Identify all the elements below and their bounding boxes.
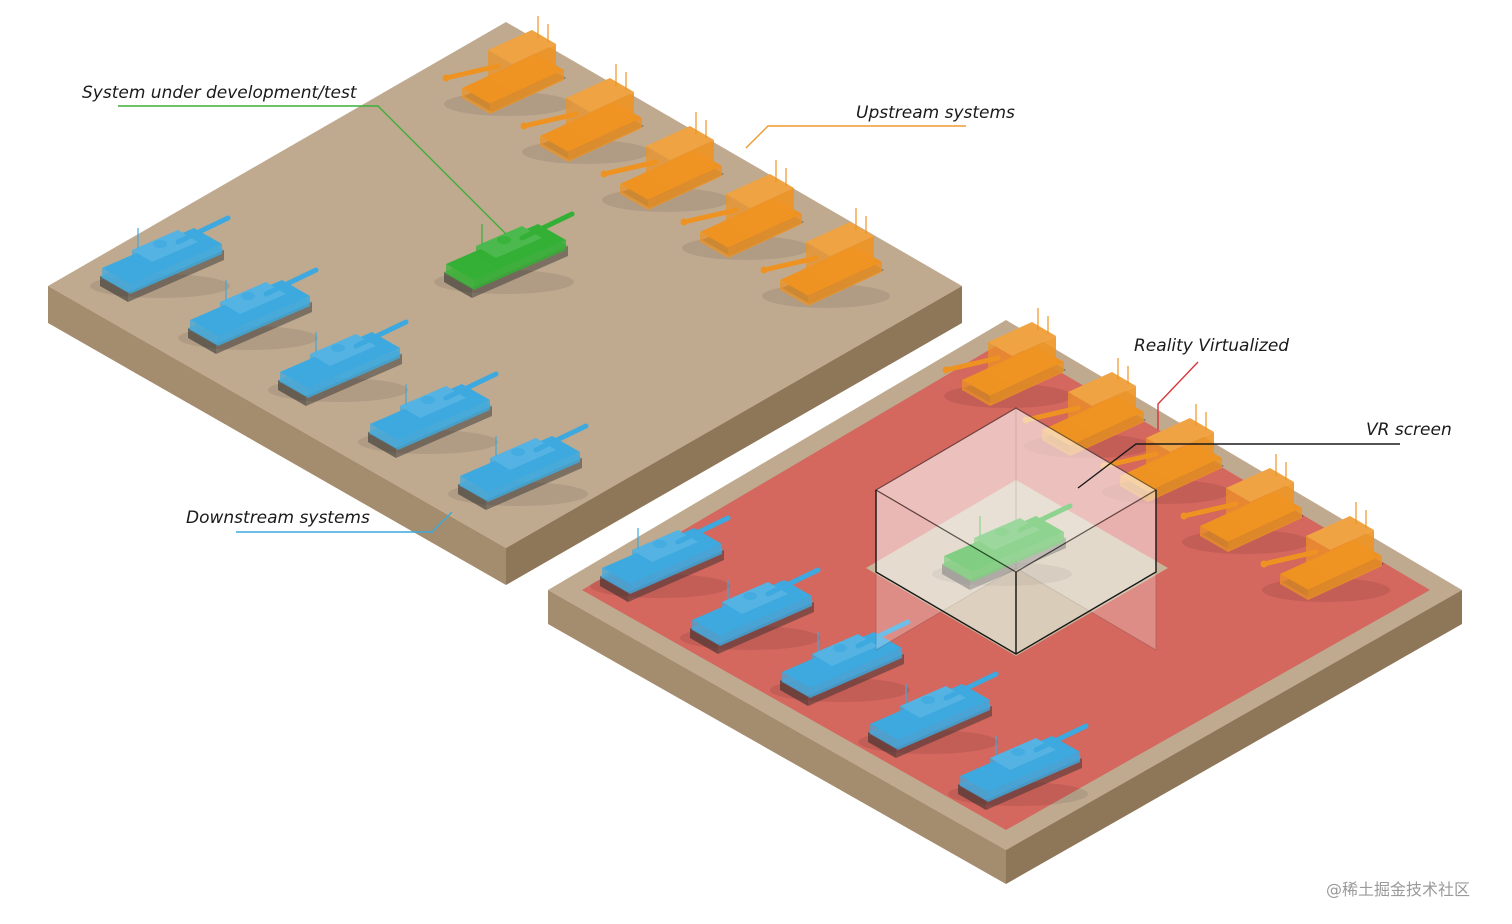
callout-line-system-under-test [118,105,507,235]
vr-screen-box [874,407,1158,656]
callout-line-reality-virtualized [1157,361,1199,430]
right-platform-right-side [1006,590,1462,884]
left-platform-left-side [48,286,506,585]
right-platform-left-side [548,590,1006,884]
callout-line-vr-screen [1077,443,1400,489]
watermark: @稀土掘金技术社区 [1326,880,1470,899]
label-system-under-test: System under development/test [82,83,358,103]
callout-lines [118,105,1400,533]
label-downstream-systems: Downstream systems [186,508,370,528]
label-reality-virtualized: Reality Virtualized [1134,336,1289,356]
left-platform-right-side [506,286,962,585]
callout-line-downstream [236,511,453,533]
callout-line-upstream [745,125,966,149]
label-upstream-systems: Upstream systems [856,103,1015,123]
label-vr-screen: VR screen [1366,420,1452,440]
